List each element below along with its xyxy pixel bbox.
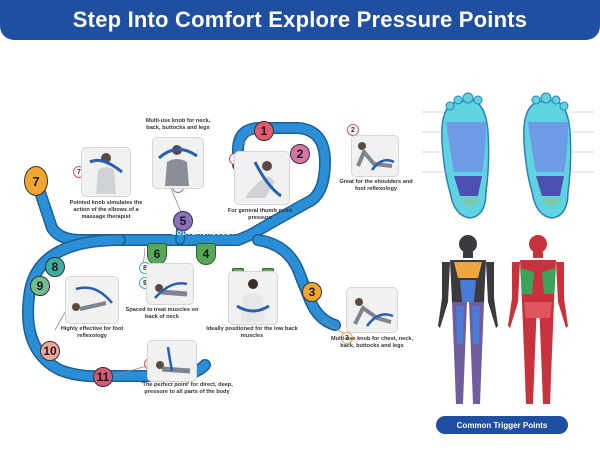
- marker-6-label: 6: [153, 247, 161, 261]
- ref-2-label: 2: [351, 126, 355, 134]
- ref-marker-2: 2: [347, 124, 359, 136]
- demo-photo-4: [229, 272, 277, 324]
- person-using-tool-icon: [245, 161, 282, 198]
- title-banner: Step Into Comfort Explore Pressure Point…: [0, 0, 600, 40]
- ref-marker-3: 3: [341, 332, 353, 344]
- marker-5: 5: [173, 211, 193, 231]
- ref-3-label: 3: [345, 334, 349, 342]
- person-using-tool-icon: [356, 142, 395, 171]
- marker-11-label: 11: [96, 370, 110, 384]
- demo-photo-11: [148, 341, 196, 381]
- caption-10: Highly effective for foot reflexology: [60, 326, 124, 339]
- caption-8: Spaced to treat muscles on back of neck: [125, 307, 199, 320]
- marker-7: 7: [24, 166, 48, 196]
- common-trigger-points-button[interactable]: Common Trigger Points: [436, 416, 568, 434]
- marker-10: 10: [40, 341, 60, 361]
- marker-4: 4: [196, 243, 216, 265]
- caption-1: For general thumb point pressure: [227, 208, 293, 221]
- demo-photo-8: [147, 264, 193, 304]
- marker-5-label: 5: [179, 214, 187, 228]
- demo-photo-10: [66, 277, 118, 323]
- marker-6: 6: [147, 243, 167, 265]
- caption-5: Multi-use knob for neck, back, buttocks …: [145, 118, 211, 131]
- front-muscle-figure-icon: [438, 235, 498, 404]
- caption-7: Pointed knob simulates the action of the…: [69, 200, 143, 220]
- marker-1: 1: [254, 121, 274, 141]
- person-using-tool-icon: [156, 346, 191, 374]
- marker-2-label: 2: [296, 147, 304, 161]
- person-using-tool-icon: [72, 286, 113, 311]
- caption-2: Great for the shoulders and foot reflexo…: [339, 179, 413, 192]
- demo-photo-7: [82, 148, 130, 196]
- person-using-tool-icon: [154, 282, 188, 299]
- marker-10-label: 10: [43, 344, 57, 358]
- caption-11: 'The perfect point' for direct, deep, pr…: [141, 382, 233, 395]
- marker-11: 11: [93, 367, 113, 387]
- caption-4: Ideally positioned for the low back musc…: [206, 326, 298, 339]
- marker-4-label: 4: [202, 247, 210, 261]
- demo-photo-5: [153, 138, 203, 188]
- marker-9: 9: [30, 276, 50, 296]
- marker-8: 8: [45, 257, 65, 277]
- marker-1-label: 1: [260, 124, 268, 138]
- caption-3: Multi-use knob for chest, neck, back, bu…: [330, 336, 414, 349]
- marker-3-label: 3: [308, 285, 316, 299]
- brand-logo-text: BODYBACKBUDDY: [172, 231, 236, 237]
- marker-9-label: 9: [36, 279, 44, 293]
- foot-reflexology-chart-icon: [422, 92, 594, 219]
- marker-3: 3: [302, 282, 322, 302]
- ref-7-label: 7: [77, 168, 81, 176]
- ref-8-label: 8: [143, 264, 147, 272]
- demo-photo-3: [347, 288, 397, 332]
- marker-7-label: 7: [32, 173, 40, 189]
- person-using-tool-icon: [89, 153, 123, 194]
- marker-2: 2: [290, 144, 310, 164]
- person-using-tool-icon: [353, 298, 394, 327]
- common-trigger-points-label: Common Trigger Points: [456, 420, 548, 430]
- demo-photo-2: [352, 136, 398, 176]
- ref-9-label: 9: [143, 279, 147, 287]
- back-muscle-figure-icon: [508, 235, 568, 404]
- marker-8-label: 8: [51, 260, 59, 274]
- person-using-tool-icon: [236, 279, 270, 322]
- demo-photo-1: [235, 152, 289, 204]
- person-using-tool-icon: [158, 145, 198, 186]
- page-title: Step Into Comfort Explore Pressure Point…: [72, 7, 528, 32]
